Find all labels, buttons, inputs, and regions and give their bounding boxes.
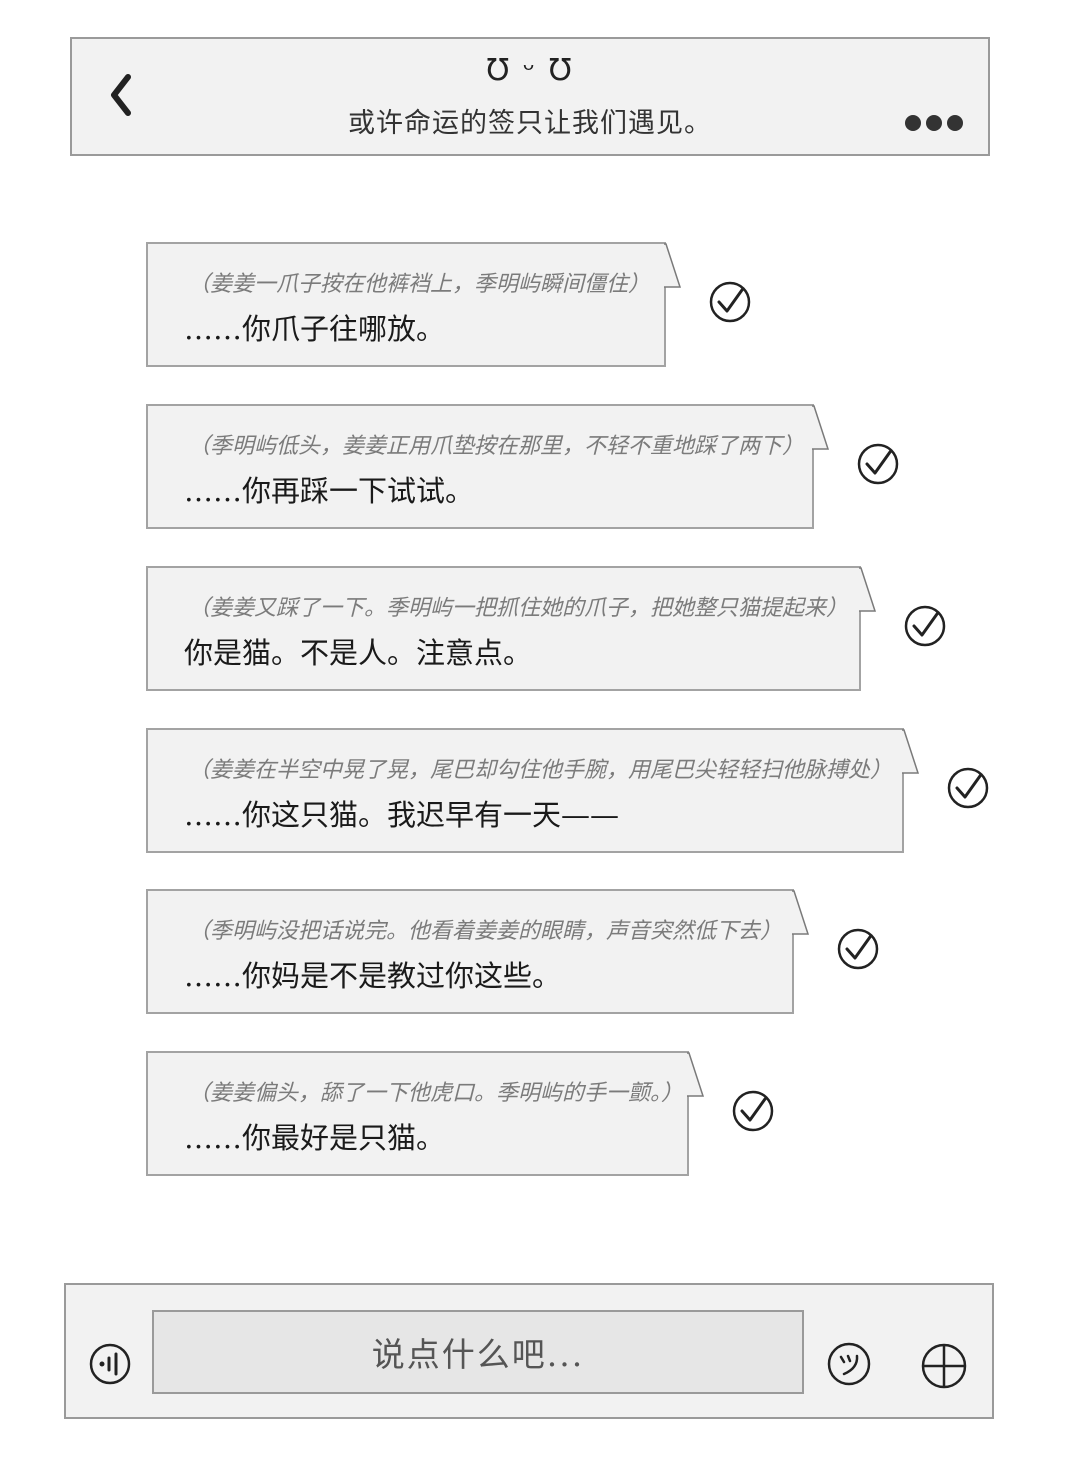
message-speech-text: ……你爪子往哪放。 bbox=[184, 312, 446, 346]
message-input[interactable]: 说点什么吧... bbox=[152, 1310, 804, 1394]
message-bubble[interactable]: （姜姜又踩了一下。季明屿一把抓住她的爪子，把她整只猫提起来） 你是猫。不是人。注意… bbox=[146, 566, 946, 691]
bubble-tail bbox=[792, 890, 810, 935]
message-speech-text: ……你这只猫。我迟早有一天—— bbox=[184, 798, 620, 832]
check-circle-icon bbox=[947, 767, 989, 809]
plus-icon[interactable] bbox=[920, 1342, 968, 1390]
message-action-text: （姜姜又踩了一下。季明屿一把抓住她的爪子，把她整只猫提起来） bbox=[188, 596, 849, 621]
message-action-text: （姜姜在半空中晃了晃，尾巴却勾住他手腕，用尾巴尖轻轻扫他脉搏处） bbox=[188, 758, 893, 783]
header-title: Ʊ ᵕ Ʊ bbox=[486, 53, 574, 88]
message-speech-text: ……你再踩一下试试。 bbox=[184, 474, 475, 508]
more-dots-icon[interactable] bbox=[904, 113, 964, 133]
bubble-tail bbox=[859, 567, 877, 612]
chat-header: Ʊ ᵕ Ʊ 或许命运的签只让我们遇见。 bbox=[70, 37, 990, 156]
message-speech-text: ……你最好是只猫。 bbox=[184, 1121, 446, 1155]
message-action-text: （季明屿没把话说完。他看着姜姜的眼睛，声音突然低下去） bbox=[188, 919, 783, 944]
message-bubble[interactable]: （姜姜一爪子按在他裤裆上，季明屿瞬间僵住） ……你爪子往哪放。 bbox=[146, 242, 751, 367]
header-subtitle: 或许命运的签只让我们遇见。 bbox=[348, 108, 712, 139]
message-bubble[interactable]: （季明屿低头，姜姜正用爪垫按在那里，不轻不重地踩了两下） ……你再踩一下试试。 bbox=[146, 404, 899, 529]
emoji-icon[interactable] bbox=[826, 1341, 872, 1387]
message-bubble[interactable]: （姜姜偏头，舔了一下他虎口。季明屿的手一颤。） ……你最好是只猫。 bbox=[146, 1051, 774, 1176]
check-circle-icon bbox=[857, 443, 899, 485]
input-bar: 说点什么吧... bbox=[64, 1283, 994, 1419]
message-action-text: （姜姜偏头，舔了一下他虎口。季明屿的手一颤。） bbox=[188, 1081, 684, 1106]
chevron-left-icon[interactable] bbox=[106, 73, 138, 117]
message-speech-text: 你是猫。不是人。注意点。 bbox=[184, 636, 533, 670]
bubble-tail bbox=[687, 1052, 705, 1097]
message-action-text: （姜姜一爪子按在他裤裆上，季明屿瞬间僵住） bbox=[188, 272, 651, 297]
check-circle-icon bbox=[732, 1090, 774, 1132]
message-action-text: （季明屿低头，姜姜正用爪垫按在那里，不轻不重地踩了两下） bbox=[188, 434, 805, 459]
check-circle-icon bbox=[904, 605, 946, 647]
message-bubble[interactable]: （季明屿没把话说完。他看着姜姜的眼睛，声音突然低下去） ……你妈是不是教过你这些。 bbox=[146, 889, 879, 1014]
message-bubble[interactable]: （姜姜在半空中晃了晃，尾巴却勾住他手腕，用尾巴尖轻轻扫他脉搏处） ……你这只猫。我… bbox=[146, 728, 989, 853]
check-circle-icon bbox=[837, 928, 879, 970]
bubble-tail bbox=[664, 243, 682, 288]
voice-icon[interactable] bbox=[88, 1342, 132, 1386]
check-circle-icon bbox=[709, 281, 751, 323]
bubble-tail bbox=[812, 405, 830, 450]
bubble-tail bbox=[902, 729, 920, 774]
message-speech-text: ……你妈是不是教过你这些。 bbox=[184, 959, 562, 993]
